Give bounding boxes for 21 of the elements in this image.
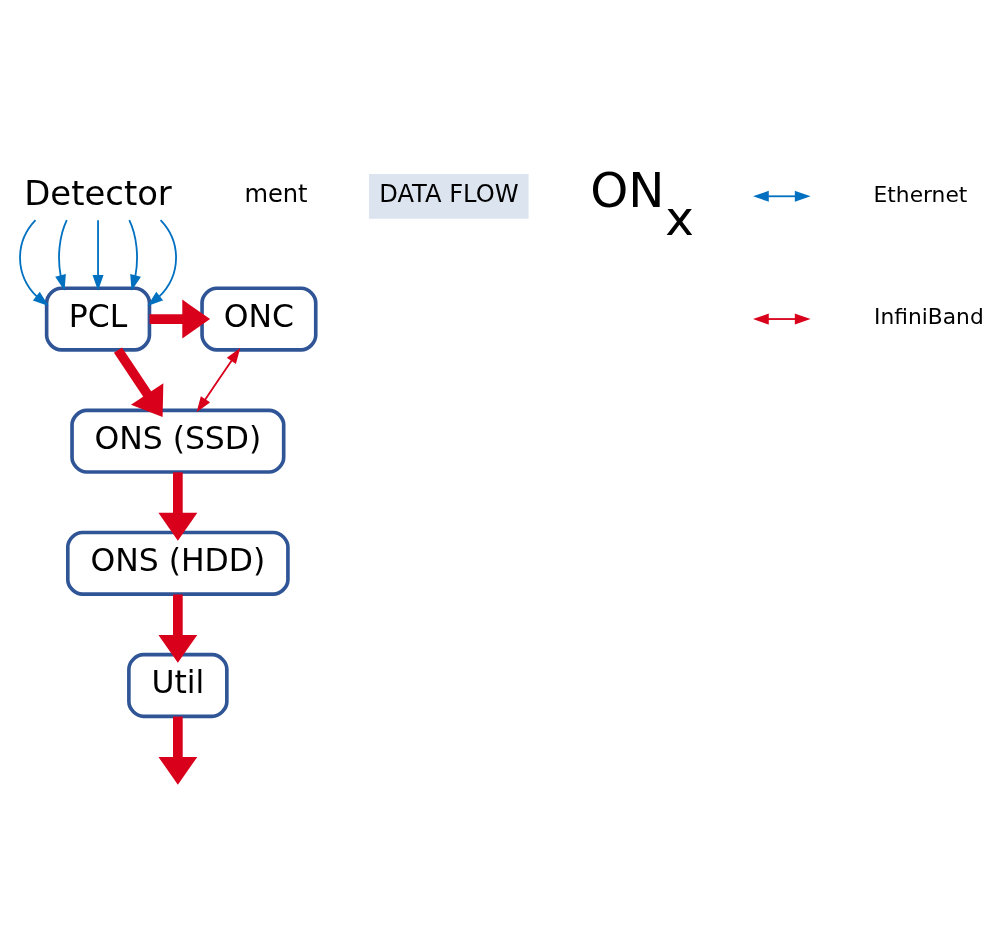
node-box: ONC [200, 286, 318, 352]
legend-label: Ethernet [873, 181, 968, 207]
label: ment [244, 180, 308, 209]
arrow [147, 219, 177, 306]
arrow [196, 347, 241, 413]
node-box: ONS (HDD) [66, 530, 290, 596]
arrow [113, 347, 164, 418]
node-box: Util [127, 652, 229, 719]
arrow [158, 716, 198, 785]
node-text: Detector [24, 173, 172, 213]
label: DATA FLOW [379, 180, 519, 209]
arrow [158, 594, 198, 663]
node-box: PCL [44, 286, 152, 352]
arrow [158, 472, 198, 541]
arrow [128, 219, 141, 291]
arrow [19, 219, 49, 306]
node-box: ONS (SSD) [70, 408, 286, 474]
legend-label: InfiniBand [874, 304, 984, 330]
arrow [149, 299, 211, 339]
arrow [92, 219, 104, 291]
arrow [55, 219, 68, 291]
